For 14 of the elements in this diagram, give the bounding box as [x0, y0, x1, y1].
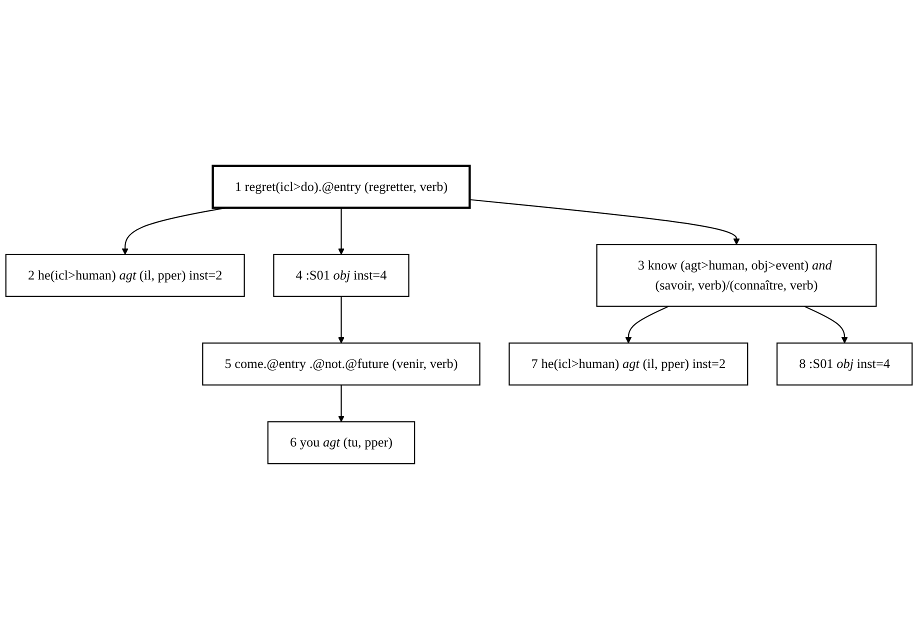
node-box: 4 :S01 obj inst=4	[273, 254, 410, 297]
arrow	[338, 296, 344, 344]
node-box: 6 you agt (tu, pper)	[267, 420, 416, 464]
node-box: 8 :S01 obj inst=4	[776, 342, 913, 386]
arrow	[625, 306, 669, 344]
arrow	[470, 198, 740, 245]
node-box: 3 know (agt>human, obj>event) and (savoir, verb)/(connaître, verb)	[596, 244, 877, 307]
node-box: 7 he(icl>human) agt (il, pper) inst=2	[508, 342, 748, 386]
node-box: 2 he(icl>human) agt (il, pper) inst=2	[5, 254, 245, 297]
arrow	[338, 384, 344, 422]
arrow	[804, 306, 848, 344]
arrow	[338, 208, 344, 254]
node-box: 5 come.@entry .@not.@future (venir, verb)	[202, 342, 480, 386]
node-box: 1 regret(icl>do).@entry (regretter, verb)	[212, 164, 471, 209]
